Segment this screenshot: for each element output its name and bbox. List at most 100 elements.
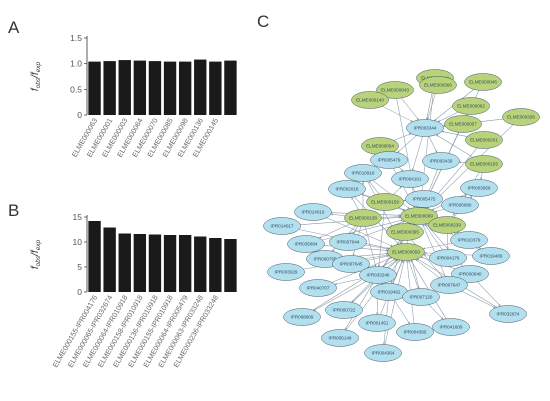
network-node-label: ELME000138 <box>349 216 377 221</box>
network-node-label: IPR001451 <box>366 321 389 326</box>
network-node: IPR003439 <box>422 152 460 170</box>
network-node-label: ELME000336 <box>507 115 535 120</box>
network-node-label: IPR008909 <box>291 315 314 320</box>
network-node-label: IPR019462 <box>378 290 401 295</box>
bar <box>118 233 131 292</box>
elme-node-shape <box>400 207 438 225</box>
panel-label-a: A <box>8 18 20 37</box>
network-node: IPR010379 <box>450 231 488 249</box>
network-node-label: ELME000201 <box>470 138 498 143</box>
y-label-main: f <box>30 265 41 269</box>
network-edge <box>408 260 419 289</box>
network-edge <box>398 207 406 211</box>
network-node-label: IPR003439 <box>430 159 453 164</box>
network-node-label: IPR000722 <box>333 308 356 313</box>
network-edge <box>313 281 367 311</box>
network-node: IPR033248 <box>359 266 397 284</box>
ipr-node-shape <box>405 190 443 208</box>
elme-node-shape <box>419 76 457 94</box>
network-node: IPR041609 <box>432 318 470 336</box>
network-edge <box>437 111 459 123</box>
network-node-label: IPR000795 <box>314 257 337 262</box>
elme-node-shape <box>344 209 382 227</box>
network-edge <box>361 193 371 198</box>
bar <box>163 235 177 292</box>
network-node-label: IPR035684 <box>295 242 318 247</box>
ipr-node-shape <box>396 323 434 341</box>
y-tick-label: 1.5 <box>70 33 82 43</box>
bar <box>194 236 207 292</box>
network-node: IPR014016 <box>294 203 332 221</box>
network-node-label: IPR007645 <box>340 262 363 267</box>
network-edge <box>368 180 380 195</box>
ipr-node-shape <box>325 301 363 319</box>
network-node-label: IPR004161 <box>399 177 422 182</box>
network-node: ELME000043 <box>376 81 414 99</box>
y-tick-label: 15 <box>73 212 83 222</box>
y-label-sep: /f <box>30 71 41 79</box>
network-node-label: ELME000366 <box>424 83 452 88</box>
network-edge <box>351 197 359 210</box>
network-edge <box>415 259 440 278</box>
network-edge <box>394 299 410 325</box>
network-node-label: ELME000365 <box>391 230 419 235</box>
bar <box>148 234 162 292</box>
elme-node-shape <box>502 108 540 126</box>
network-node: ELME000059 <box>387 243 425 261</box>
ipr-node-shape <box>429 249 467 267</box>
network-node: ELME000069 <box>400 207 438 225</box>
network-node: IPR004364 <box>364 344 402 362</box>
bar <box>209 61 222 115</box>
network-node: IPR006680 <box>441 196 479 214</box>
y-tick-label: 10 <box>73 237 83 247</box>
network-node-label: IPR007644 <box>337 240 360 245</box>
ipr-node-shape <box>422 152 460 170</box>
network-node-label: IPR007647 <box>438 283 461 288</box>
network-edge <box>382 106 413 122</box>
panel-label-c: C <box>257 12 269 31</box>
network-node-label: IPR010918 <box>352 171 375 176</box>
network-node-label: IPR005475 <box>413 197 436 202</box>
ipr-node-shape <box>489 305 527 323</box>
network-node-label: ELME000239 <box>433 223 461 228</box>
y-label-sep: /f <box>30 249 41 257</box>
bar <box>133 60 147 115</box>
network-node-label: IPR010379 <box>458 238 481 243</box>
network-node-label: IPR040707 <box>307 286 330 291</box>
ipr-node-shape <box>391 170 429 188</box>
network-edge <box>381 215 401 218</box>
network-node: ELME000201 <box>465 131 503 149</box>
bar <box>88 61 101 115</box>
network-node-label: IPR019489 <box>480 254 503 259</box>
elme-node-shape <box>386 223 424 241</box>
network-node: IPR008909 <box>283 308 321 326</box>
elme-node-shape <box>366 193 404 211</box>
network-node-label: ELME000057 <box>449 122 477 127</box>
network-node-label: ELME000043 <box>381 88 409 93</box>
ipr-node-shape <box>263 217 301 235</box>
network-edge <box>434 209 445 213</box>
ipr-node-shape <box>472 247 510 265</box>
ipr-node-shape <box>328 180 366 198</box>
bar <box>163 61 177 115</box>
network-node-label: ELME000059 <box>392 250 420 255</box>
network-graph: ELME000044ELME000045ELME000366ELME000043… <box>263 69 540 362</box>
network-node: ELME000045 <box>464 73 502 91</box>
network-node: IPR005475 <box>405 190 443 208</box>
network-node: IPR003959 <box>460 179 498 197</box>
network-edge <box>318 223 350 239</box>
y-label-sub-exp: exp <box>35 61 42 72</box>
network-node: IPR005479 <box>370 151 408 169</box>
network-node: ELME000138 <box>344 209 382 227</box>
elme-node-shape <box>387 243 425 261</box>
network-node: ELME000140 <box>351 91 389 109</box>
network-edge <box>330 213 346 217</box>
network-edge <box>428 136 438 153</box>
network-edge <box>351 282 371 303</box>
network-node: IPR000722 <box>325 301 363 319</box>
elme-node-shape <box>465 155 503 173</box>
network-node-label: IPR006680 <box>449 203 472 208</box>
network-node-label: IPR004176 <box>437 256 460 261</box>
network-edge <box>435 134 474 158</box>
bar <box>224 60 237 115</box>
